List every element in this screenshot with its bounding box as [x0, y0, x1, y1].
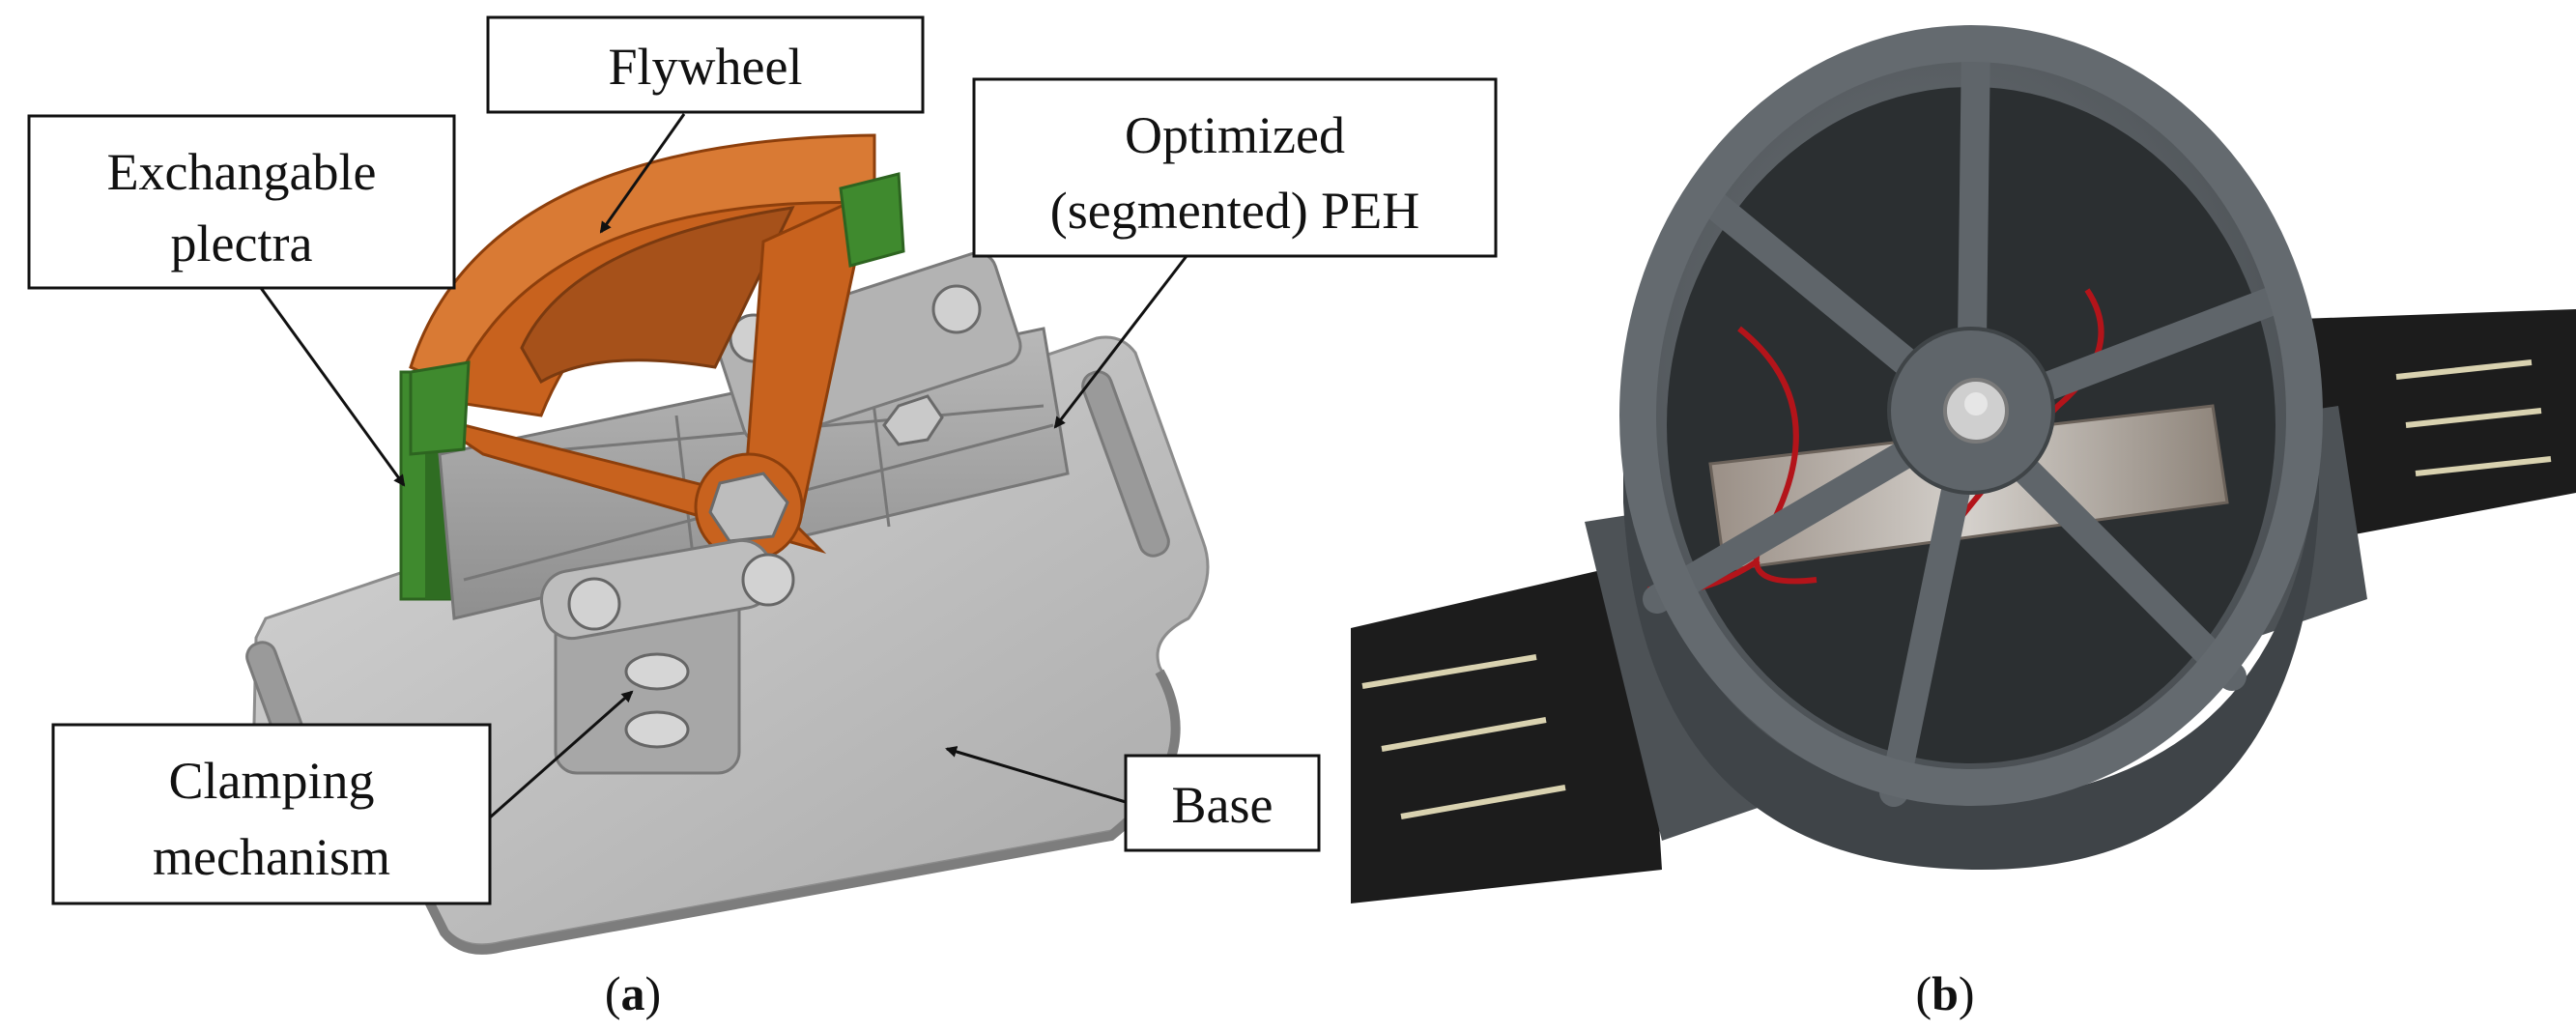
- callout-base: Base: [945, 746, 1321, 852]
- clamp-bolt-1: [624, 652, 690, 691]
- strap-slot-right: [1081, 370, 1170, 558]
- clamping-label-line2: mechanism: [153, 828, 390, 886]
- outer-rim: [1619, 25, 2323, 806]
- hub-bolt-center: [1964, 392, 1988, 416]
- panel-b-photo: [1351, 25, 2576, 903]
- peh-label-box: [972, 77, 1498, 258]
- clamping-label-line1: Clamping: [169, 752, 375, 810]
- clamping-label-box: [51, 723, 492, 905]
- callout-plectra: Exchangable plectra: [27, 114, 456, 487]
- flywheel-label-box: [486, 15, 925, 114]
- callout-peh: Optimized (segmented) PEH: [972, 77, 1498, 429]
- base-arrow: [945, 746, 1127, 804]
- caption-b: (b): [1915, 966, 1974, 1020]
- stitch-r1: [2395, 359, 2533, 380]
- caption-a-letter: a: [621, 966, 645, 1020]
- stitch-l3: [1400, 785, 1566, 819]
- flywheel-window: [520, 206, 795, 385]
- plectra-label-line2: plectra: [171, 215, 313, 272]
- plectra-label-box: [27, 114, 456, 290]
- plectrum-tip-left: [409, 360, 471, 456]
- peh-arrow: [1053, 255, 1188, 429]
- base-label-box: [1124, 754, 1321, 852]
- callout-clamping: Clamping mechanism: [51, 690, 634, 905]
- plectra-label-line1: Exchangable: [107, 143, 377, 201]
- caption-a: (a): [605, 966, 661, 1020]
- plectra-arrow: [259, 287, 406, 487]
- callout-flywheel: Flywheel: [486, 15, 925, 234]
- stitch-r3: [2415, 456, 2552, 476]
- rear-screw-2: [931, 284, 982, 334]
- stitch-l1: [1361, 654, 1537, 689]
- strap-left: [1351, 560, 1662, 903]
- front-screw-2: [741, 553, 795, 607]
- peh-label-line2: (segmented) PEH: [1050, 182, 1419, 240]
- clamping-arrow: [489, 690, 634, 819]
- rear-nut: [882, 394, 944, 446]
- plectrum-tip-top: [839, 172, 905, 268]
- caption-b-letter: b: [1932, 966, 1959, 1020]
- clamp-bolt-2: [624, 710, 690, 749]
- flywheel-arrow: [599, 113, 686, 234]
- front-screw-1: [567, 577, 621, 631]
- peh-label-line1: Optimized: [1125, 106, 1345, 164]
- flywheel-face: [409, 133, 876, 388]
- flywheel-label: Flywheel: [609, 38, 803, 96]
- hub-nut: [708, 472, 789, 543]
- base-label: Base: [1172, 776, 1274, 834]
- stitch-l2: [1381, 717, 1547, 752]
- stitch-r2: [2405, 408, 2542, 428]
